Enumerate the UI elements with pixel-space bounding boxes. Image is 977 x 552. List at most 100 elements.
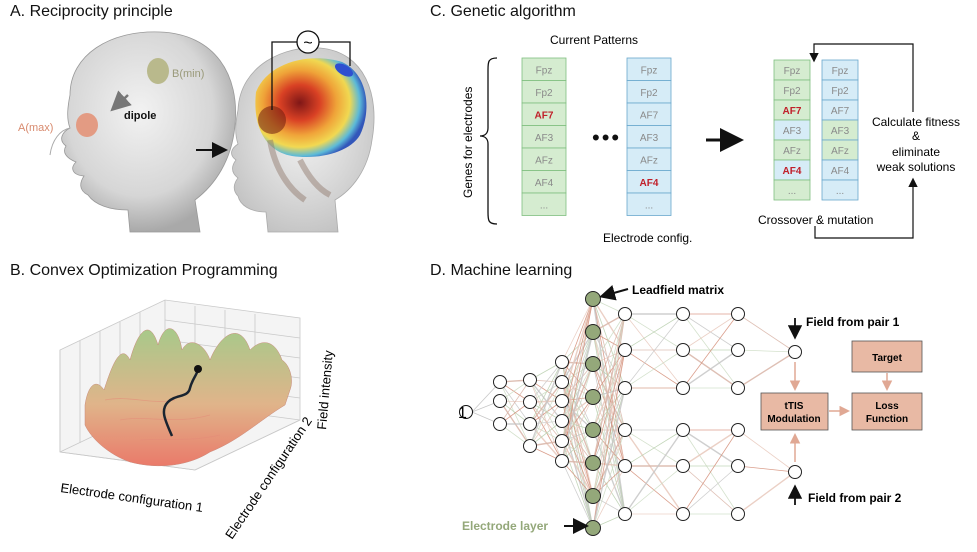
panel-d-title: D. Machine learning <box>430 262 573 279</box>
electrode-node <box>585 488 601 504</box>
network-edge <box>737 471 796 515</box>
network-edge <box>592 313 626 464</box>
network-node <box>731 307 745 321</box>
gene-label: ... <box>788 186 796 197</box>
network-edge <box>624 465 684 515</box>
electrode-layer-label: Electrode layer <box>462 519 548 533</box>
network-node <box>618 507 632 521</box>
pattern-column-2: FpzFp2AF7AF3AFzAF4... <box>626 57 672 216</box>
network-node <box>523 395 537 409</box>
network-edge <box>561 363 594 402</box>
network-edge <box>529 361 563 425</box>
electrode-a-marker <box>76 113 98 137</box>
gene-label: AF3 <box>640 133 659 144</box>
field-pair1-label: Field from pair 1 <box>806 315 900 329</box>
ac-source-icon <box>296 30 320 54</box>
leadfield-arrow <box>599 285 629 301</box>
field-pair2-label: Field from pair 2 <box>808 491 902 505</box>
network-node <box>618 343 632 357</box>
network-node <box>731 343 745 357</box>
network-edge <box>624 313 684 389</box>
network-node <box>618 381 632 395</box>
network-edge <box>592 313 626 431</box>
head-model-left <box>49 31 237 233</box>
network-edge <box>529 361 563 447</box>
network-edge <box>529 361 563 403</box>
panel-c-title: C. Genetic algorithm <box>430 3 576 20</box>
network-edge <box>561 363 594 422</box>
gene-label: Fp2 <box>640 88 658 99</box>
gene-label: AF4 <box>535 178 554 189</box>
network-edge <box>561 381 594 464</box>
network-edge <box>529 401 563 442</box>
network-edge <box>682 429 739 467</box>
axis-x-label: Electrode configuration 1 <box>60 480 205 515</box>
gene-label: AFz <box>535 155 553 166</box>
panel-c: Current Patterns Genes for electrodes Fp… <box>461 33 960 245</box>
network-edge <box>592 465 626 529</box>
network-edge <box>561 331 594 383</box>
electrode-node <box>585 356 601 372</box>
electrode-node <box>585 520 601 536</box>
network-edge <box>529 379 563 442</box>
fitness-line-4: weak solutions <box>876 160 956 174</box>
network-edge <box>624 349 684 389</box>
network-node <box>555 394 569 408</box>
fitness-line-2: & <box>912 129 920 143</box>
loop-arrow-top <box>809 43 914 112</box>
network-nodes <box>493 291 802 536</box>
network-edge <box>737 349 796 353</box>
axis-z-label: Field intensity <box>314 349 336 430</box>
panel-a: B(min) A(max) dipole ~ <box>18 30 375 233</box>
gene-label: AF7 <box>640 110 659 121</box>
network-edge <box>624 429 684 515</box>
network-edge <box>592 429 626 529</box>
network-edge <box>561 298 594 363</box>
label-a-max: A(max) <box>18 122 53 134</box>
gene-cell <box>626 192 672 216</box>
network-edge <box>561 298 594 383</box>
network-node <box>676 423 690 437</box>
loss-function-box <box>851 392 923 431</box>
optimization-surface <box>84 328 292 467</box>
gene-label: AFz <box>831 146 849 157</box>
network-node <box>618 423 632 437</box>
gene-label: Fpz <box>784 66 801 77</box>
electrode-node <box>585 455 601 471</box>
gene-label: AF4 <box>831 166 850 177</box>
network-node <box>493 417 507 431</box>
network-edge <box>529 400 563 447</box>
network-edge <box>561 363 594 442</box>
label-dipole: dipole <box>124 110 156 122</box>
network-node <box>618 459 632 473</box>
network-edge <box>682 349 739 389</box>
network-edge <box>592 363 626 431</box>
network-node <box>676 459 690 473</box>
tti-line-1: tTIS <box>785 401 804 412</box>
network-node <box>618 307 632 321</box>
network-edge <box>682 313 739 389</box>
electrode-node <box>585 324 601 340</box>
pattern-column-1: FpzFp2AF7AF3AFzAF4... <box>521 57 567 216</box>
network-edge <box>592 298 626 431</box>
network-edge <box>561 396 594 462</box>
gene-cell <box>773 179 811 201</box>
network-edge <box>561 460 594 529</box>
gene-label: AF3 <box>783 126 802 137</box>
network-edge <box>624 313 684 351</box>
network-edge <box>529 379 563 422</box>
panel-b-title: B. Convex Optimization Programming <box>10 262 278 279</box>
fitness-line-1: Calculate fitness <box>872 115 960 129</box>
gene-label: ... <box>540 200 548 211</box>
gene-label: ... <box>836 186 844 197</box>
panel-a-title: A. Reciprocity principle <box>10 3 173 20</box>
network-edge <box>529 401 563 462</box>
target-label: Target <box>872 353 902 364</box>
network-node <box>523 373 537 387</box>
network-node <box>676 507 690 521</box>
network-node <box>731 507 745 521</box>
network-edge <box>592 313 626 365</box>
input-symbol: 1 <box>458 405 467 422</box>
optimization-path <box>162 369 200 437</box>
leadfield-label: Leadfield matrix <box>632 283 724 297</box>
